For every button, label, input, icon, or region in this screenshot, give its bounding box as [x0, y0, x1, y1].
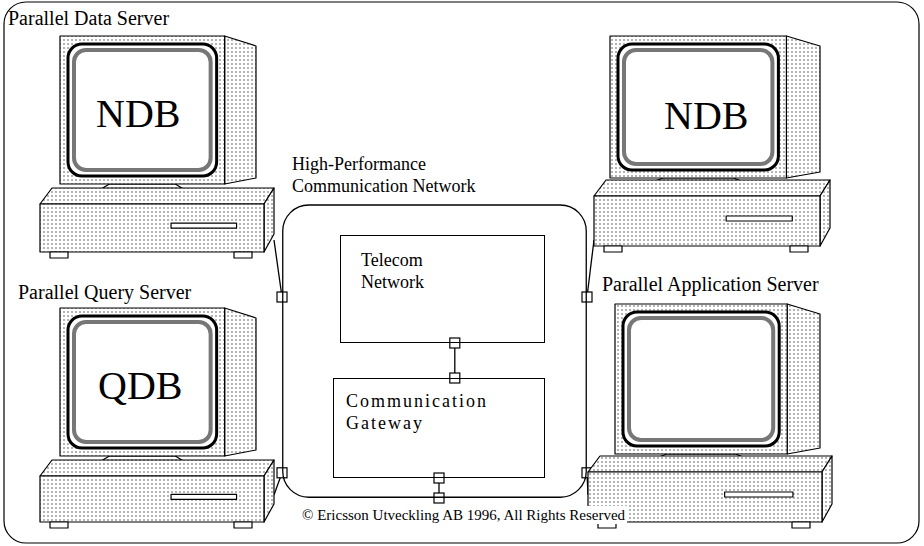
drive-slot	[171, 494, 237, 499]
monitor-bezel	[623, 312, 779, 446]
base-foot	[234, 252, 252, 258]
base-front	[40, 476, 264, 522]
node-heading: High-Performance Communication Network	[292, 154, 522, 197]
data-server: Parallel Data ServerNDB	[6, 6, 274, 262]
monitor-case	[60, 36, 225, 184]
base-top	[40, 460, 274, 476]
application-server: Parallel Application Server	[588, 268, 910, 534]
base-top	[40, 188, 274, 204]
query-server: Parallel Query ServerQDB	[6, 278, 274, 534]
base-side	[264, 460, 274, 522]
network-outline	[283, 205, 587, 497]
base-front	[40, 204, 264, 252]
node-heading: Parallel Query Server	[18, 280, 191, 304]
network-link	[587, 240, 594, 297]
port-square	[582, 292, 592, 302]
node-shape	[594, 30, 830, 258]
drive-slot	[726, 216, 792, 221]
monitor-bezel	[68, 44, 217, 176]
monitor-screen	[629, 318, 773, 440]
monitor-side	[787, 304, 820, 454]
node-heading: Parallel Application Server	[602, 272, 819, 296]
base-top	[594, 180, 830, 196]
monitor-side	[786, 36, 820, 178]
screen-text: NDB	[664, 96, 748, 136]
port-square	[277, 292, 287, 302]
monitor-bezel	[618, 44, 778, 170]
monitor-side	[225, 36, 256, 184]
base-foot	[790, 246, 808, 252]
gateway-box: Communication Gateway	[333, 378, 545, 478]
screen-text: QDB	[98, 366, 182, 406]
network-region: Telecom NetworkCommunication Gateway High…	[282, 148, 587, 498]
node-label: Communication Gateway	[346, 391, 516, 434]
monitor-bezel	[68, 316, 217, 448]
base-foot	[604, 246, 622, 252]
computer-illustration	[588, 304, 832, 528]
drive-slot	[171, 223, 237, 228]
base-foot	[50, 522, 68, 528]
copyright-note: © Ericsson Utveckling AB 1996, All Right…	[300, 506, 627, 524]
telecom-box: Telecom Network	[340, 235, 545, 343]
base-foot	[792, 522, 810, 528]
network-link	[274, 240, 282, 297]
data-server: NDB	[594, 30, 830, 258]
base-side	[820, 180, 830, 246]
port-square	[450, 338, 460, 348]
computer-illustration	[594, 36, 830, 252]
drive-slot	[725, 492, 793, 497]
monitor-screen	[74, 322, 211, 442]
outer-frame	[4, 2, 919, 543]
node-shape	[6, 278, 274, 534]
node-label: Telecom Network	[361, 250, 481, 293]
port-square	[434, 473, 444, 483]
base-foot	[50, 252, 68, 258]
monitor-case	[60, 308, 225, 456]
monitor-screen	[74, 50, 211, 170]
monitor-case	[610, 36, 786, 178]
base-top	[588, 456, 832, 472]
base-foot	[234, 522, 252, 528]
port-square	[277, 468, 287, 478]
computer-illustration	[40, 308, 274, 528]
screen-text: NDB	[96, 94, 180, 134]
node-shape	[588, 268, 910, 534]
base-front	[594, 196, 820, 246]
computer-illustration	[40, 36, 274, 258]
monitor-case	[615, 304, 787, 454]
base-side	[822, 456, 832, 522]
node-shape	[6, 6, 274, 262]
node-heading: Parallel Data Server	[8, 6, 169, 30]
monitor-side	[225, 308, 256, 456]
port-square	[434, 493, 444, 503]
monitor-screen	[624, 50, 772, 164]
node-shape	[282, 148, 587, 498]
base-side	[264, 188, 274, 252]
